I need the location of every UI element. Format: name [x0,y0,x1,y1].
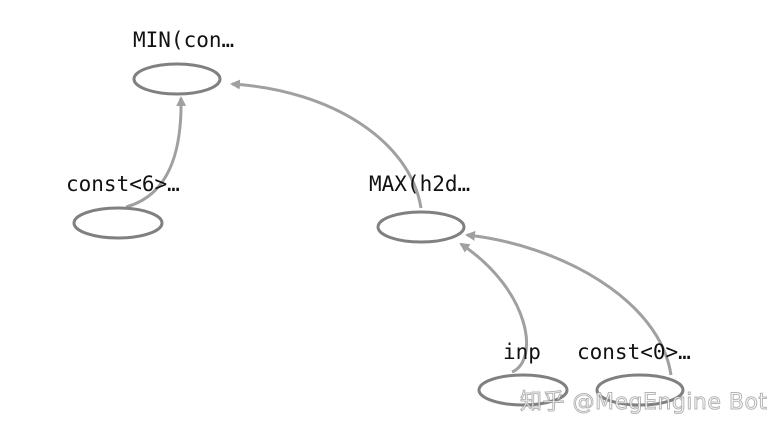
node-label-const6: const<6>… [66,172,180,196]
node-const6-ellipse[interactable] [72,206,164,240]
edge-const6-to-min [125,96,187,209]
node-label-max: MAX(h2d… [369,172,471,196]
node-label-inp: inp [503,340,541,364]
watermark: 知乎 @MegEngine Bot [520,390,768,416]
node-max-ellipse[interactable] [376,210,466,244]
edge-max-to-min [230,79,423,209]
node-label-const0: const<0>… [577,340,691,364]
edge-inp-to-max [459,242,529,374]
node-const0-ellipse[interactable] [595,373,685,407]
node-inp-ellipse[interactable] [477,373,569,407]
edge-const0-to-max [465,230,673,376]
node-min-ellipse[interactable] [132,62,222,96]
node-label-min: MIN(con… [133,28,235,52]
